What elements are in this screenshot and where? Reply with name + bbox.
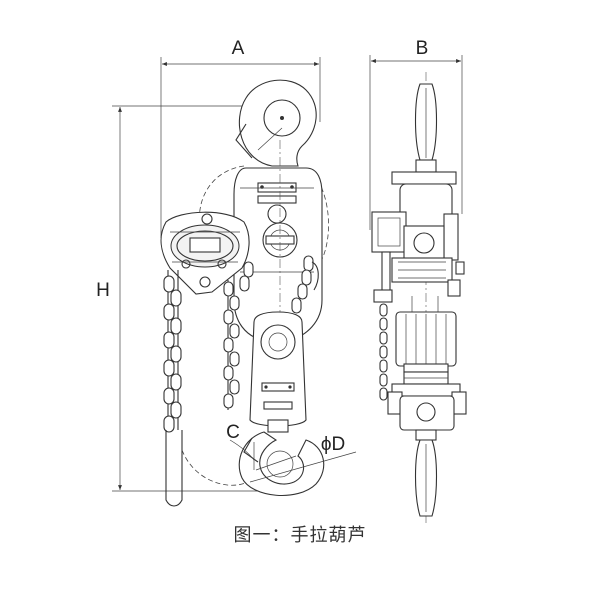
handwheel-cover — [160, 211, 250, 295]
front-view: C ϕD — [160, 79, 357, 507]
side-lower-block — [387, 311, 467, 431]
bottom-hook — [238, 431, 325, 496]
dimension-a: A — [160, 38, 321, 238]
figure-caption: 图一：手拉葫芦 — [233, 525, 367, 546]
side-view — [371, 72, 467, 525]
dimension-c-label: C — [226, 422, 240, 443]
dimension-b-label: B — [416, 38, 429, 59]
top-hook — [235, 79, 317, 167]
lower-block — [249, 311, 307, 433]
dimension-c: C — [226, 422, 255, 470]
dimension-h-label: H — [96, 280, 110, 301]
side-upper-block — [371, 171, 465, 303]
side-top-hook — [415, 83, 437, 173]
dimension-a-label: A — [232, 38, 245, 59]
hand-chain — [163, 270, 257, 507]
dimension-d: ϕD — [249, 434, 357, 483]
dimension-d-label: ϕD — [321, 434, 345, 455]
side-bottom-hook — [415, 429, 437, 517]
dimension-b: B — [369, 38, 463, 230]
load-chain — [239, 255, 319, 314]
